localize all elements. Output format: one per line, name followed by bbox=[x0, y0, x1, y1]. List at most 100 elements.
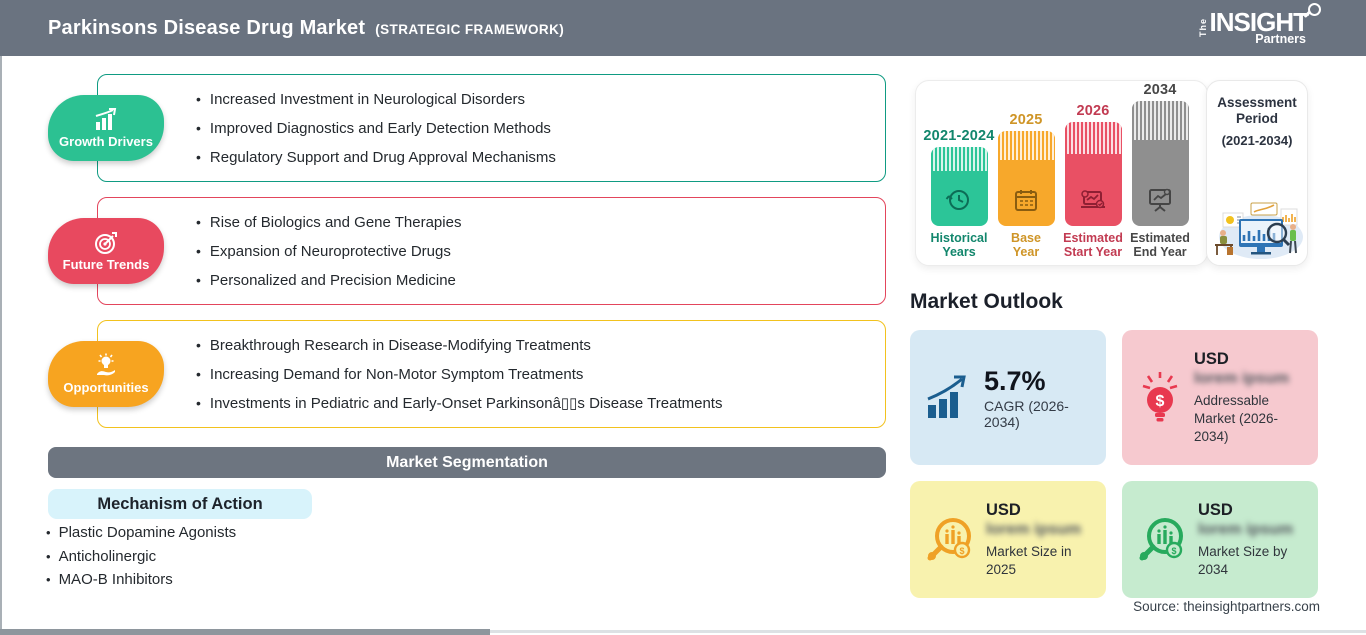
page-title: Parkinsons Disease Drug Market bbox=[48, 16, 366, 39]
cagr-text: 5.7% CAGR (2026-2034) bbox=[984, 366, 1094, 430]
bullet-item: Increasing Demand for Non-Motor Symptom … bbox=[196, 365, 870, 384]
year-label: 2034 bbox=[1143, 82, 1177, 98]
insight-partners-logo[interactable]: The INSIGHT Partners bbox=[1197, 2, 1321, 46]
future-trends-list: Rise of Biologics and Gene TherapiesExpa… bbox=[196, 197, 870, 305]
laptop-chart-icon bbox=[1081, 190, 1105, 209]
card-label: Market Size in 2025 bbox=[986, 544, 1072, 577]
card-label: Addressable Market (2026-2034) bbox=[1194, 393, 1279, 444]
bullet-item: Increased Investment in Neurological Dis… bbox=[196, 90, 870, 109]
bottom-strip-light bbox=[490, 630, 1366, 633]
market-segmentation-bar: Market Segmentation bbox=[48, 447, 886, 478]
bullet-item: Regulatory Support and Drug Approval Mec… bbox=[196, 148, 870, 167]
idea-hand-icon bbox=[92, 353, 120, 379]
page-title-group: Parkinsons Disease Drug Market (STRATEGI… bbox=[48, 17, 564, 40]
bullet-text: Investments in Pediatric and Early-Onset… bbox=[209, 394, 723, 412]
bullet-item: Expansion of Neuroprotective Drugs bbox=[196, 242, 870, 261]
growth-bars-arrow-icon bbox=[924, 375, 974, 421]
bullet-text: Regulatory Support and Drug Approval Mec… bbox=[209, 148, 556, 166]
cagr-card: 5.7% CAGR (2026-2034) bbox=[910, 330, 1106, 465]
year-label: 2025 bbox=[1009, 112, 1043, 128]
bullet-item: Rise of Biologics and Gene Therapies bbox=[196, 213, 870, 232]
magnifier-chart-icon: $ bbox=[924, 514, 976, 566]
growth-drivers-label: Growth Drivers bbox=[59, 134, 153, 149]
year-label: 2026 bbox=[1076, 103, 1110, 119]
market-size-2034-text: USD lorem ipsum Market Size by 2034 bbox=[1198, 500, 1306, 579]
currency-label: USD bbox=[1194, 350, 1229, 368]
future-trends-section: Future Trends Rise of Biologics and Gene… bbox=[48, 197, 886, 305]
addressable-market-card: $ USD lorem ipsum Addressable Market (20… bbox=[1122, 330, 1318, 465]
bullet-text: Breakthrough Research in Disease-Modifyi… bbox=[209, 336, 591, 354]
svg-text:$: $ bbox=[1171, 546, 1176, 556]
logo-partners-text: Partners bbox=[1255, 31, 1306, 46]
addressable-market-text: USD lorem ipsum Addressable Market (2026… bbox=[1194, 349, 1306, 446]
segment-item: Anticholinergic bbox=[46, 548, 236, 565]
growth-drivers-badge: Growth Drivers bbox=[48, 95, 164, 161]
growth-drivers-section: Growth Drivers Increased Investment in N… bbox=[48, 74, 886, 182]
assessment-period-range: (2021-2034) bbox=[1221, 133, 1293, 148]
opportunities-section: Opportunities Breakthrough Research in D… bbox=[48, 320, 886, 428]
timeline-bar bbox=[1064, 122, 1122, 226]
target-dart-icon bbox=[93, 230, 119, 256]
left-edge-line bbox=[0, 56, 2, 635]
magnifier-icon bbox=[1308, 2, 1321, 16]
blurred-value: lorem ipsum bbox=[1198, 521, 1294, 538]
currency-label: USD bbox=[986, 501, 1021, 519]
segment-item: Plastic Dopamine Agonists bbox=[46, 524, 237, 541]
opportunities-badge: Opportunities bbox=[48, 341, 164, 407]
svg-text:$: $ bbox=[959, 546, 964, 556]
bullet-item: Improved Diagnostics and Early Detection… bbox=[196, 119, 870, 138]
market-size-2025-card: $ USD lorem ipsum Market Size in 2025 bbox=[910, 481, 1106, 598]
header-bar: Parkinsons Disease Drug Market (STRATEGI… bbox=[0, 0, 1366, 56]
segment-item: MAO-B Inhibitors bbox=[46, 571, 236, 588]
source-link[interactable]: Source: theinsightpartners.com bbox=[1133, 599, 1320, 614]
growth-drivers-list: Increased Investment in Neurological Dis… bbox=[196, 74, 870, 182]
bullet-item: Personalized and Precision Medicine bbox=[196, 271, 870, 290]
blurred-value: lorem ipsum bbox=[986, 521, 1082, 538]
segment-text: Plastic Dopamine Agonists bbox=[58, 524, 237, 541]
magnifier-chart-icon: $ bbox=[1136, 514, 1188, 566]
future-trends-label: Future Trends bbox=[62, 257, 150, 272]
svg-text:$: $ bbox=[1156, 393, 1165, 410]
bulb-dollar-icon: $ bbox=[1136, 370, 1184, 426]
bullet-text: Improved Diagnostics and Early Detection… bbox=[209, 119, 551, 137]
cagr-label: CAGR (2026-2034) bbox=[984, 397, 1069, 430]
bullet-item: Investments in Pediatric and Early-Onset… bbox=[196, 394, 870, 413]
mechanism-of-action-header: Mechanism of Action bbox=[48, 489, 312, 519]
card-label: Market Size by 2034 bbox=[1198, 544, 1288, 577]
calendar-icon bbox=[1015, 190, 1037, 211]
logo-the-text: The bbox=[1197, 18, 1208, 38]
opportunities-label: Opportunities bbox=[63, 380, 149, 395]
bullet-text: Expansion of Neuroprotective Drugs bbox=[209, 242, 451, 260]
analysts-illustration bbox=[1215, 202, 1303, 259]
year-label: 2021-2024 bbox=[923, 128, 995, 144]
mechanism-of-action-list: Plastic Dopamine AgonistsAnticholinergic… bbox=[46, 524, 237, 588]
timeline-bar bbox=[930, 147, 988, 226]
future-trends-badge: Future Trends bbox=[48, 218, 164, 284]
bullet-item: Breakthrough Research in Disease-Modifyi… bbox=[196, 336, 870, 355]
logo-insight-text: INSIGHT bbox=[1209, 6, 1309, 37]
timeline-bar bbox=[997, 131, 1055, 226]
bullet-text: Increased Investment in Neurological Dis… bbox=[209, 90, 526, 108]
presentation-screen-icon bbox=[1149, 188, 1171, 212]
bullet-text: Increasing Demand for Non-Motor Symptom … bbox=[209, 365, 584, 383]
segment-text: MAO-B Inhibitors bbox=[58, 571, 173, 588]
blurred-value: lorem ipsum bbox=[1194, 370, 1290, 387]
bullet-text: Rise of Biologics and Gene Therapies bbox=[209, 213, 462, 231]
opportunities-list: Breakthrough Research in Disease-Modifyi… bbox=[196, 320, 870, 428]
segment-text: Anticholinergic bbox=[58, 547, 157, 565]
market-size-2025-text: USD lorem ipsum Market Size in 2025 bbox=[986, 500, 1094, 579]
market-size-2034-card: $ USD lorem ipsum Market Size by 2034 bbox=[1122, 481, 1318, 598]
logo-main: INSIGHT Partners bbox=[1209, 2, 1321, 46]
market-outlook-title: Market Outlook bbox=[910, 290, 1063, 313]
